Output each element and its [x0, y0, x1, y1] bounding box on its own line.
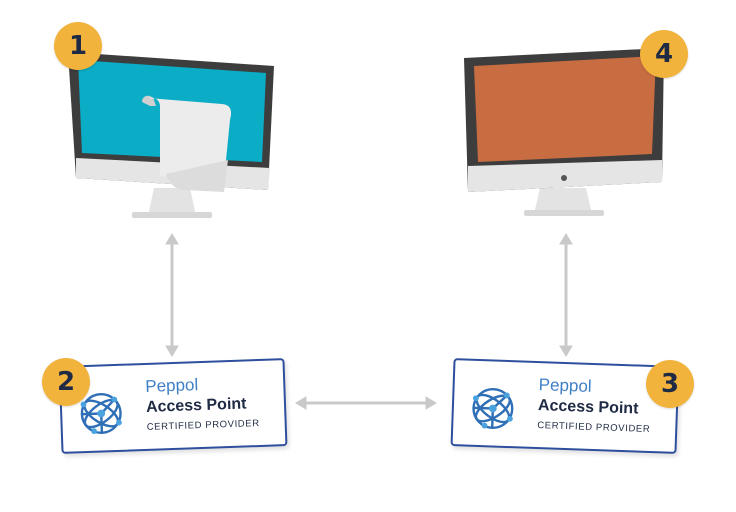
peppol-globe-icon [472, 387, 514, 430]
document-icon [142, 95, 232, 192]
card-subtitle: CERTIFIED PROVIDER [146, 417, 260, 433]
access-point-card-receiver: Peppol Access Point CERTIFIED PROVIDER [450, 358, 680, 454]
access-point-card-sender: Peppol Access Point CERTIFIED PROVIDER [58, 358, 288, 454]
arrow-2-3 [295, 396, 437, 410]
step-badge-2: 2 [42, 358, 90, 406]
card-subtitle: CERTIFIED PROVIDER [537, 420, 651, 435]
receiver-monitor-icon [464, 48, 664, 216]
step-badge-3: 3 [646, 360, 694, 408]
arrow-1-2 [165, 233, 179, 357]
step-badge-1: 1 [54, 22, 102, 70]
arrow-3-4 [559, 233, 573, 357]
peppol-globe-icon [80, 392, 122, 435]
sender-monitor-icon [68, 52, 274, 218]
step-badge-4: 4 [640, 30, 688, 78]
